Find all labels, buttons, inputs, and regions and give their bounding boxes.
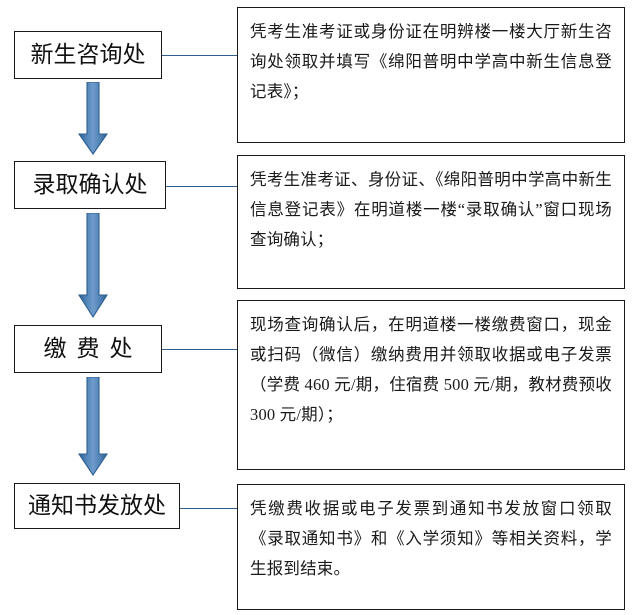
down-arrow-icon-1 xyxy=(72,82,114,156)
stage-label: 通知书发放处 xyxy=(28,493,166,519)
connector-line-1 xyxy=(162,55,238,56)
description-text: 凭考生准考证或身份证在明辨楼一楼大厅新生咨询处领取并填写《绵阳普明中学高中新生信… xyxy=(250,22,612,101)
stage-label: 录取确认处 xyxy=(32,172,148,198)
stage-box-admission-confirmation[interactable]: 录取确认处 xyxy=(14,161,166,209)
down-arrow-icon-2 xyxy=(72,213,114,319)
description-box-notice-issuance: 凭缴费收据或电子发票到通知书发放窗口领取《录取通知书》和《入学须知》等相关资料，… xyxy=(237,484,625,610)
stage-label: 新生咨询处 xyxy=(30,42,146,68)
description-text: 凭缴费收据或电子发票到通知书发放窗口领取《录取通知书》和《入学须知》等相关资料，… xyxy=(250,499,612,578)
stage-box-consultation[interactable]: 新生咨询处 xyxy=(14,31,162,79)
description-text: 现场查询确认后，在明道楼一楼缴费窗口，现金或扫码（微信）缴纳费用并领取收据或电子… xyxy=(250,315,612,424)
description-box-payment: 现场查询确认后，在明道楼一楼缴费窗口，现金或扫码（微信）缴纳费用并领取收据或电子… xyxy=(237,300,625,470)
stage-box-payment[interactable]: 缴费处 xyxy=(14,325,162,373)
description-box-admission-confirmation: 凭考生准考证、身份证、《绵阳普明中学高中新生信息登记表》在明道楼一楼“录取确认”… xyxy=(237,155,625,289)
stage-box-notice-issuance[interactable]: 通知书发放处 xyxy=(14,483,180,529)
description-text: 凭考生准考证、身份证、《绵阳普明中学高中新生信息登记表》在明道楼一楼“录取确认”… xyxy=(250,170,612,249)
connector-line-2 xyxy=(166,186,238,187)
description-box-consultation: 凭考生准考证或身份证在明辨楼一楼大厅新生咨询处领取并填写《绵阳普明中学高中新生信… xyxy=(237,7,625,143)
connector-line-3 xyxy=(162,349,238,350)
connector-line-4 xyxy=(180,508,238,509)
stage-label: 缴费处 xyxy=(43,336,143,362)
down-arrow-icon-3 xyxy=(72,377,114,477)
